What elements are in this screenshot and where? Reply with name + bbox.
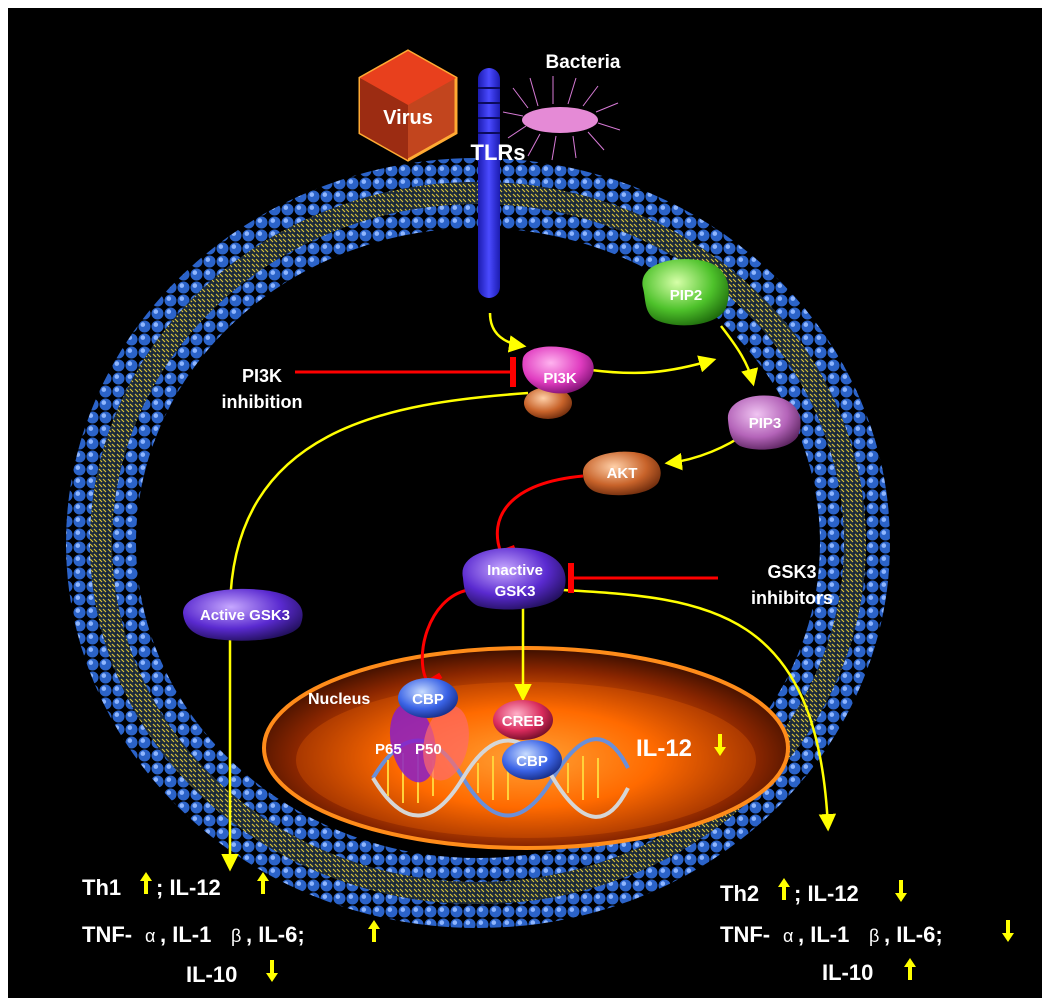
inhibition-lines [295,357,718,694]
virus-icon: Virus [358,49,458,162]
left-il10-label: IL-10 [186,962,237,987]
right-il10-up-arrow-icon [904,958,916,980]
left-il12-up-arrow-icon [257,872,269,894]
right-tnf-label: TNF- [720,922,770,947]
virus-label: Virus [383,107,433,129]
right-outcome: Th2 ; IL-12 TNF- α , IL-1 β , IL-6; IL-1… [720,878,1014,985]
pi3k-label: PI3K [543,370,577,387]
gsk3-inhibits-cbp-line [413,588,469,694]
creb-label: CREB [502,713,545,730]
akt-inhibits-gsk3-line [485,474,584,562]
inactive-gsk3-label-line2: GSK3 [495,583,536,600]
pi3k-inhibition-label-line1: PI3K [242,366,282,386]
pi3k-to-pip2-arrow [590,355,717,375]
left-alpha-symbol: α [145,926,155,946]
pip3-node: PIP3 [727,395,801,450]
left-cytokines-up-arrow-icon [368,920,380,942]
left-il1-label: , IL-1 [160,922,211,947]
left-il6-label: , IL-6; [246,922,305,947]
akt-node: AKT [583,451,661,496]
right-th2-up-arrow-icon [778,878,790,900]
cbp-right-node: CBP [502,740,562,780]
p65-label: P65 [375,741,402,758]
right-il12-label: ; IL-12 [794,881,859,906]
creb-node: CREB [493,700,553,740]
right-il1-label: , IL-1 [798,922,849,947]
active-gsk3-node: Active GSK3 [183,588,303,641]
left-th1-label: Th1 [82,875,121,900]
cbp-right-label: CBP [516,753,548,770]
right-alpha-symbol: α [783,926,793,946]
pip2-node: PIP2 [642,259,729,326]
diagram-canvas: Virus Bacteria TLRs [8,8,1042,998]
active-gsk3-label: Active GSK3 [200,607,290,624]
left-tnf-label: TNF- [82,922,132,947]
left-outcome: Th1 ; IL-12 TNF- α , IL-1 β , IL-6; IL-1… [82,872,380,987]
il12-nucleus-label: IL-12 [636,735,692,762]
pip3-label: PIP3 [749,415,782,432]
tlr-to-pi3k-arrow [488,312,527,353]
cbp-left-label: CBP [412,691,444,708]
p50-label: P50 [415,741,442,758]
left-th1-up-arrow-icon [140,872,152,894]
bacteria-label: Bacteria [546,52,621,73]
gsk3-to-th2-arrow [562,588,837,832]
tlr-receptor-icon: TLRs [471,68,526,298]
right-th2-label: Th2 [720,881,759,906]
bacteria-icon: Bacteria [502,52,621,161]
left-il12-label: ; IL-12 [156,875,221,900]
activation-arrows [221,312,837,872]
pi3k-to-active-gsk3-line [228,391,529,609]
left-beta-symbol: β [231,926,241,946]
right-beta-symbol: β [869,926,879,946]
left-il10-down-arrow-icon [266,960,278,982]
tlrs-label: TLRs [471,140,526,165]
pathway-diagram: Virus Bacteria TLRs [66,49,1014,987]
right-il12-down-arrow-icon [895,880,907,902]
pi3k-node: PI3K [522,346,594,419]
right-cytokines-down-arrow-icon [1002,920,1014,942]
pip2-label: PIP2 [670,287,703,304]
right-il10-label: IL-10 [822,960,873,985]
inactive-gsk3-label-line1: Inactive [487,562,543,579]
p65-p50-complex: P65 P50 [375,703,469,783]
inactive-gsk3-node: Inactive GSK3 [462,547,566,610]
nucleus-label: Nucleus [308,691,370,708]
pip2-to-pip3-arrow [720,325,759,387]
cbp-left-node: CBP [398,678,458,718]
gsk3-inhibitors-label-line2: inhibitors [751,588,833,608]
pi3k-inhibition-label-line2: inhibition [222,392,303,412]
gsk3-inhibitors-label-line1: GSK3 [767,562,816,582]
right-il6-label: , IL-6; [884,922,943,947]
akt-label: AKT [607,465,638,482]
